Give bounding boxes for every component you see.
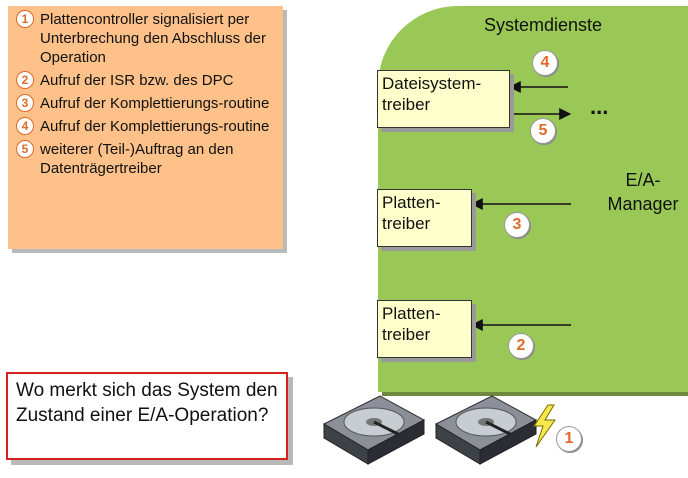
step-badge-1: 1 bbox=[556, 426, 582, 452]
step-number-circle: 1 bbox=[16, 10, 34, 28]
hard-disk-icon bbox=[322, 395, 426, 465]
step-badge-2: 2 bbox=[508, 333, 534, 359]
ellipsis: ... bbox=[590, 94, 609, 119]
legend-text: Aufruf der ISR bzw. des DPC bbox=[40, 72, 234, 89]
legend-text: Plattencontroller signalisiert per Unter… bbox=[40, 11, 266, 66]
legend-item: 3 Aufruf der Komplettierungs-routine bbox=[16, 94, 277, 113]
legend-item: 2 Aufruf der ISR bzw. des DPC bbox=[16, 71, 277, 90]
disk-driver-lower-box: Platten-treiber bbox=[377, 300, 472, 358]
legend-item: 4 Aufruf der Komplettierungs-routine bbox=[16, 117, 277, 136]
disk-driver-upper-box: Platten-treiber bbox=[377, 189, 472, 247]
legend-item: 5 weiterer (Teil-)Auftrag an den Datentr… bbox=[16, 140, 277, 178]
step-badge-5: 5 bbox=[530, 118, 556, 144]
system-services-title: Systemdienste bbox=[483, 15, 603, 35]
question-box: Wo merkt sich das System den Zustand ein… bbox=[6, 372, 288, 460]
legend-item: 1 Plattencontroller signalisiert per Unt… bbox=[16, 10, 277, 67]
legend-text: weiterer (Teil-)Auftrag an den Datenträg… bbox=[40, 141, 234, 177]
legend-text: Aufruf der Komplettierungs-routine bbox=[40, 118, 270, 135]
step-number-circle: 4 bbox=[16, 117, 34, 135]
step-number-circle: 5 bbox=[16, 140, 34, 158]
step-badge-4: 4 bbox=[532, 50, 558, 76]
hard-disk-icon bbox=[434, 395, 538, 465]
step-number-circle: 2 bbox=[16, 71, 34, 89]
step-badge-3: 3 bbox=[504, 212, 530, 238]
io-manager-label: E/A-Manager bbox=[607, 170, 679, 214]
lightning-icon bbox=[533, 404, 556, 448]
filesystem-driver-box: Dateisystem-treiber bbox=[377, 70, 510, 128]
step-legend: 1 Plattencontroller signalisiert per Unt… bbox=[8, 6, 283, 249]
legend-text: Aufruf der Komplettierungs-routine bbox=[40, 95, 270, 112]
step-number-circle: 3 bbox=[16, 94, 34, 112]
